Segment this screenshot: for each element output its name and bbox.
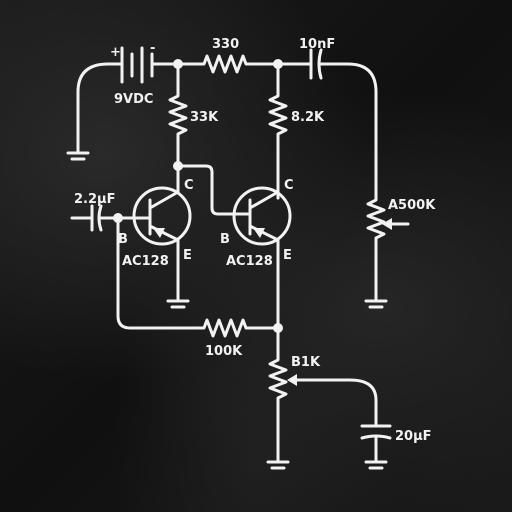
- potentiometer-a500k: [366, 194, 410, 302]
- potentiometer-a500k-label: A500K: [388, 198, 436, 213]
- q2-base-pin: B: [220, 232, 230, 247]
- resistor-100k: [116, 216, 280, 338]
- resistor-8k2: [268, 62, 288, 200]
- ground-symbol-q1: [166, 299, 190, 309]
- resistor-33k-label: 33K: [190, 110, 219, 125]
- q1-collector-pin: C: [184, 178, 194, 193]
- resistor-330: [176, 54, 280, 74]
- ground-symbol-cap-20u: [364, 460, 388, 470]
- potentiometer-b1k: [268, 326, 378, 462]
- q1-model-label: AC128: [122, 254, 169, 269]
- battery-minus-label: -: [150, 41, 155, 56]
- resistor-100k-label: 100K: [205, 344, 243, 359]
- resistor-330-label: 330: [212, 37, 239, 52]
- potentiometer-b1k-label: B1K: [291, 355, 321, 370]
- q1-base-pin: B: [118, 232, 128, 247]
- battery: [76, 46, 180, 154]
- q1-emitter-pin: E: [183, 248, 192, 263]
- q1-to-q2-wire: [176, 164, 252, 216]
- q2-collector-pin: C: [284, 178, 294, 193]
- capacitor-10nf: [276, 48, 378, 198]
- capacitor-10nf-label: 10nF: [299, 37, 335, 52]
- ground-symbol-battery: [66, 151, 90, 161]
- ground-symbol-pot-a500k: [364, 299, 388, 309]
- resistor-8k2-label: 8.2K: [291, 110, 325, 125]
- battery-plus-label: +: [110, 45, 121, 60]
- capacitor-20u-label: 20µF: [395, 429, 432, 444]
- q2-emitter-pin: E: [283, 248, 292, 263]
- ground-symbol-pot-b1k: [266, 460, 290, 470]
- resistor-33k: [168, 62, 188, 168]
- capacitor-2u2: [70, 204, 120, 232]
- battery-label: 9VDC: [114, 92, 153, 107]
- capacitor-20u: [360, 424, 392, 462]
- transistor-q1: [116, 164, 192, 302]
- q2-model-label: AC128: [226, 254, 273, 269]
- capacitor-2u2-label: 2.2µF: [74, 192, 115, 207]
- transistor-q2: [232, 186, 292, 330]
